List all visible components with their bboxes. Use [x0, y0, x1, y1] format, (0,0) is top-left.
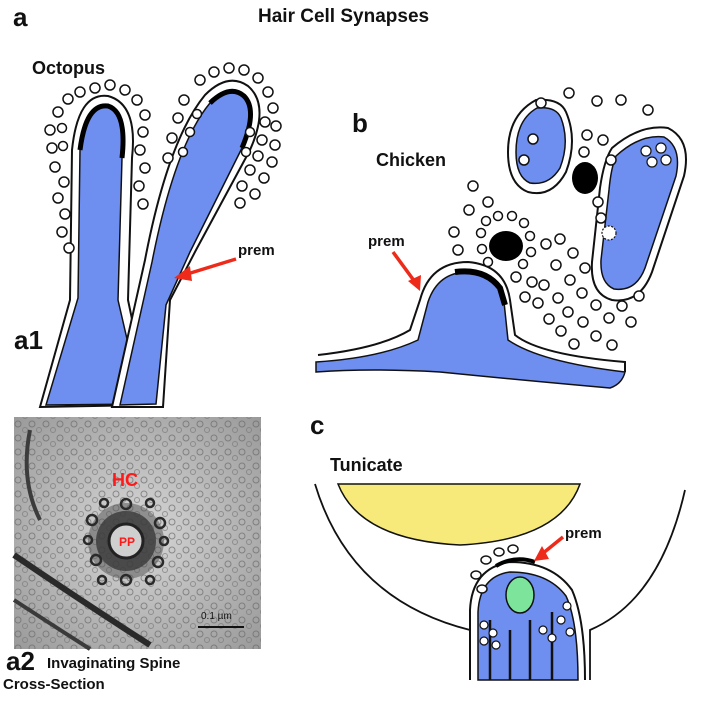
tunicate-yellow-body [336, 483, 582, 546]
prem-label-chicken: prem [368, 233, 405, 250]
panel-label-a: a [13, 2, 28, 32]
tunicate-diagram [314, 483, 686, 681]
octopus-vesicles [44, 62, 282, 254]
micrograph-pp-label: PP [119, 535, 136, 549]
octopus-prem-arrow [183, 257, 237, 277]
chicken-small-bouton [515, 106, 566, 185]
chicken-long-bouton [600, 135, 679, 291]
prem-label-tunicate: prem [565, 525, 602, 542]
panel-label-a1: a1 [14, 325, 43, 355]
chicken-vesicles [448, 87, 654, 351]
species-label-chicken: Chicken [376, 150, 447, 170]
tunicate-vesicles [470, 544, 519, 594]
chicken-base-spine [315, 271, 626, 389]
figure-title: Hair Cell Synapses [258, 6, 430, 27]
tunicate-prem-arrow [540, 535, 565, 556]
micrograph-scale-label: 0.1 µm [201, 611, 232, 622]
panel-label-a2: a2 [6, 646, 35, 676]
tunicate-prem-arrowhead [534, 546, 549, 561]
tunicate-outline [314, 483, 686, 680]
micrograph-hc-label: HC [112, 470, 138, 490]
species-label-octopus: Octopus [32, 58, 106, 78]
chicken-prem-arrowhead [408, 275, 421, 291]
tunicate-green-organelle [505, 576, 535, 614]
chicken-vesicles-ring-1 [475, 210, 537, 270]
chicken-prem-arrow [391, 250, 417, 284]
species-label-tunicate: Tunicate [330, 455, 403, 475]
micrograph-a2 [12, 417, 261, 651]
octopus-diagram [38, 62, 282, 409]
panel-label-b: b [352, 108, 368, 138]
chicken-diagram [315, 87, 687, 389]
prem-label-octopus: prem [238, 242, 275, 259]
panel-label-c: c [310, 410, 325, 440]
caption-a2-line1: Invaginating Spine [47, 655, 181, 672]
caption-a2-line2: Cross-Section [3, 676, 105, 693]
chicken-inner-vesicles [601, 142, 672, 241]
chicken-dense-body-2 [572, 162, 598, 194]
chicken-dense-body-1 [489, 231, 523, 261]
octopus-prem-arrowhead [174, 266, 192, 281]
chicken-base-membrane [317, 260, 626, 372]
